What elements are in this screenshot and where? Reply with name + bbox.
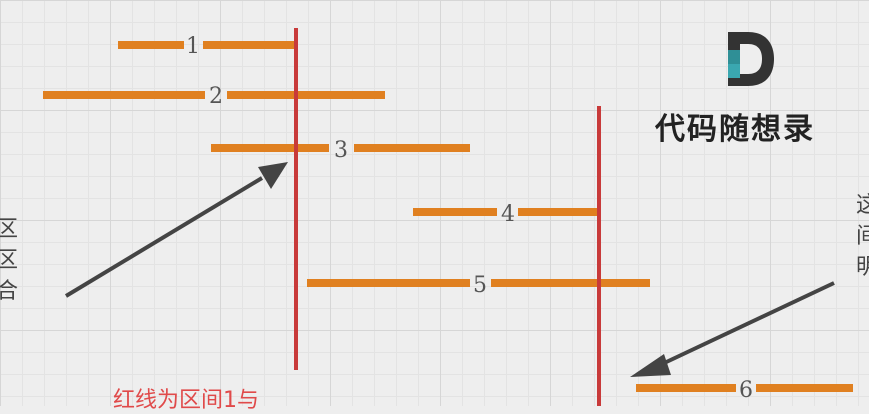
- bottom-caption: 红线为区间1与: [113, 388, 259, 413]
- left-note-fragment: 区 区 合: [0, 217, 19, 304]
- logo-text: 代码随想录: [655, 112, 815, 147]
- logo-d-icon: [728, 32, 774, 86]
- arrow-left-head: [258, 162, 288, 189]
- interval-6-label: 6: [739, 378, 753, 403]
- interval-1: 1: [118, 34, 297, 59]
- arrow-right-head: [630, 354, 671, 377]
- interval-6: 6: [636, 378, 853, 403]
- arrow-right-shaft: [659, 281, 835, 367]
- interval-4: 4: [413, 202, 598, 227]
- arrow-left-shaft: [64, 176, 264, 298]
- interval-4-label: 4: [501, 202, 515, 227]
- interval-5-label: 5: [473, 273, 487, 298]
- arrow-right: [630, 281, 835, 377]
- interval-1-label: 1: [186, 34, 200, 59]
- interval-5: 5: [307, 273, 650, 298]
- arrow-left: [64, 162, 288, 298]
- interval-2: 2: [43, 84, 385, 109]
- right-note-fragment: 这 间 明: [856, 193, 869, 280]
- interval-2-label: 2: [209, 84, 223, 109]
- interval-3-label: 3: [334, 138, 348, 163]
- interval-3: 3: [211, 138, 470, 163]
